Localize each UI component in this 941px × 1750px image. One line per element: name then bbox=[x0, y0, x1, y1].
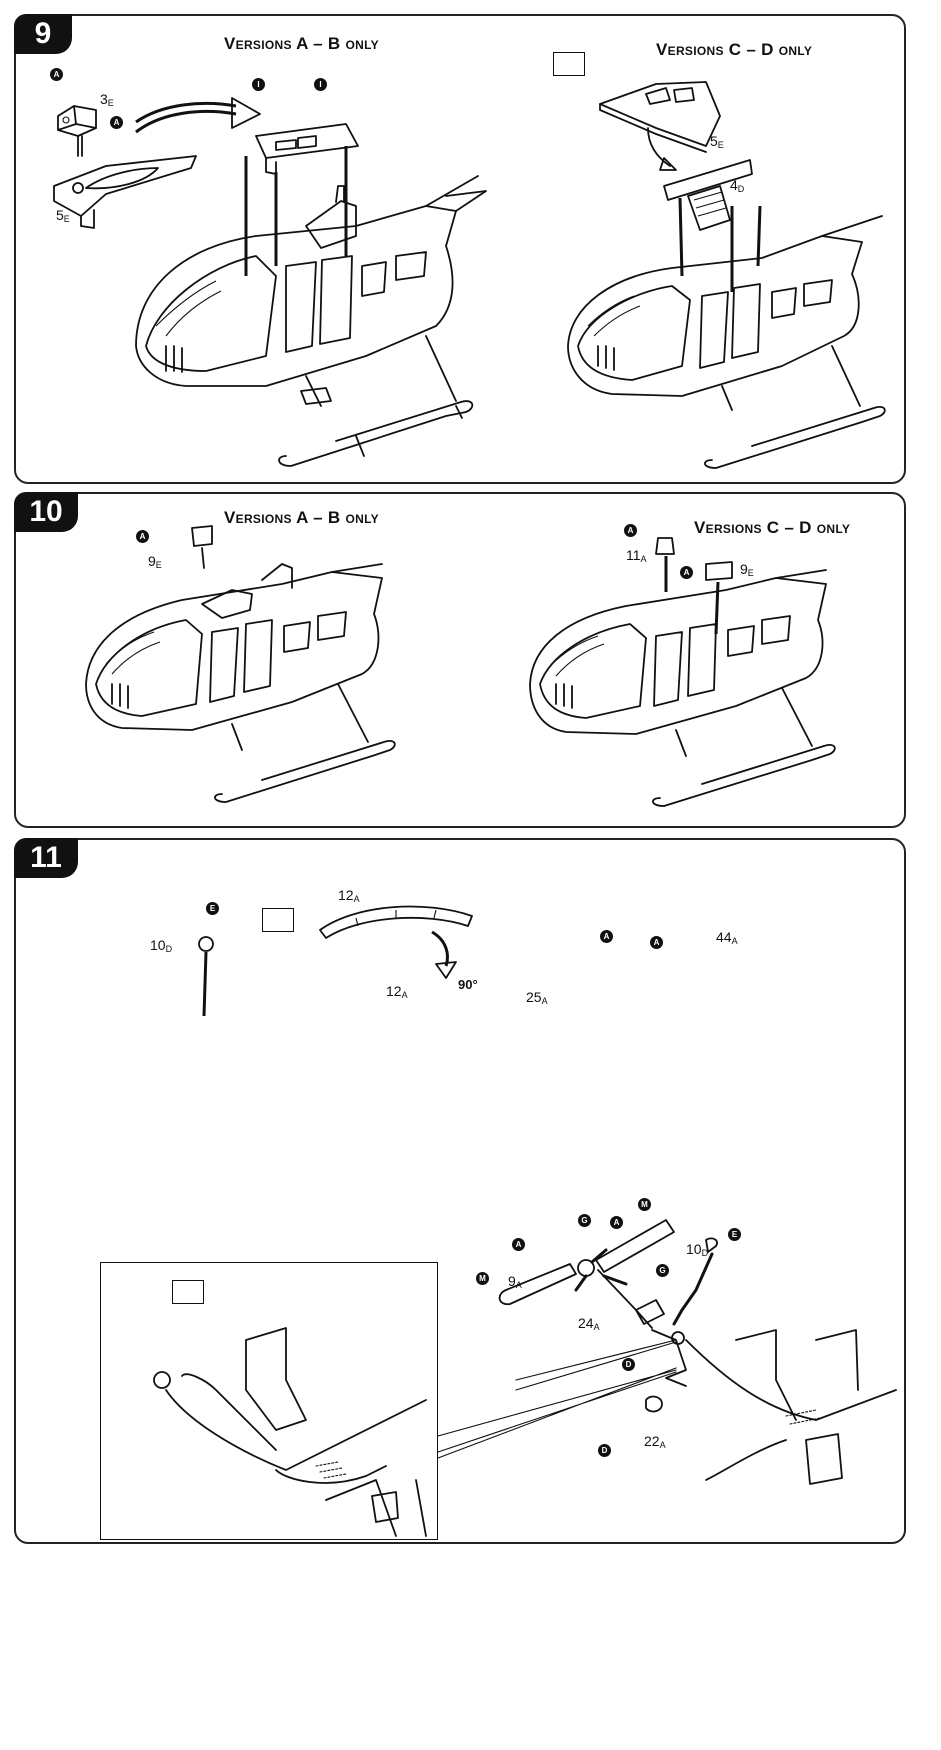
helicopter-cd-drawing bbox=[529, 537, 836, 807]
helicopter-fuselage-drawing bbox=[198, 936, 214, 1017]
curved-arrow bbox=[647, 127, 677, 171]
glue-marker-a: A bbox=[610, 1216, 623, 1229]
helicopter-ab-drawing bbox=[135, 123, 487, 467]
glue-marker-g: G bbox=[578, 1214, 591, 1227]
inset-tail-drawing bbox=[153, 1327, 427, 1537]
step-number: 10 bbox=[14, 492, 78, 532]
part-11a-label: 11A bbox=[626, 547, 647, 564]
glue-marker-m: M bbox=[476, 1272, 489, 1285]
versions-cd-title: VERSIONS C – D ONLY bbox=[656, 40, 813, 59]
versions-cd-title: VERSIONS C – D ONLY bbox=[694, 518, 851, 537]
glue-marker-d: D bbox=[622, 1358, 635, 1371]
part-10d-label: 10D bbox=[150, 937, 173, 954]
decal-icon bbox=[262, 908, 294, 932]
glue-marker-g: G bbox=[656, 1264, 669, 1277]
part-5e-label: 5E bbox=[56, 207, 70, 224]
glue-marker-d: D bbox=[598, 1444, 611, 1457]
part-5e-label: 5E bbox=[710, 133, 724, 150]
step-number: 11 bbox=[14, 838, 78, 878]
part-22a-label: 22A bbox=[644, 1433, 666, 1450]
glue-marker-e: E bbox=[206, 902, 219, 915]
helicopter-cd-drawing bbox=[567, 197, 886, 469]
versions-ab-title: VERSIONS A – B ONLY bbox=[224, 508, 379, 527]
glue-marker-a: A bbox=[50, 68, 63, 81]
inset-leader-lines bbox=[437, 1367, 677, 1459]
glue-marker-a: A bbox=[512, 1238, 525, 1251]
decal-icon bbox=[172, 1280, 204, 1304]
decal-icon bbox=[553, 52, 585, 76]
part-4d-label: 4D bbox=[730, 177, 745, 194]
part-10d-label: 10D bbox=[686, 1241, 709, 1258]
helicopter-ab-drawing bbox=[85, 525, 396, 803]
glue-marker-i: I bbox=[314, 78, 327, 91]
tail-rotor-assembly-drawing bbox=[498, 1219, 897, 1485]
part-3e-label: 3E bbox=[100, 91, 114, 108]
part-12a-drawing bbox=[319, 905, 473, 939]
glue-marker-a: A bbox=[624, 524, 637, 537]
glue-marker-a: A bbox=[680, 566, 693, 579]
part-4d-drawing bbox=[663, 159, 753, 231]
glue-marker-m: M bbox=[638, 1198, 651, 1211]
versions-ab-title: VERSIONS A – B ONLY bbox=[224, 34, 379, 53]
step-number: 9 bbox=[14, 14, 72, 54]
step-11-panel: 11 12A 12A 90° E 10D A 25A A 44A bbox=[14, 838, 906, 1544]
detail-leader-lines bbox=[436, 1660, 676, 1750]
angle-90-label: 90° bbox=[458, 977, 478, 992]
curved-arrow bbox=[431, 930, 457, 979]
glue-marker-a: A bbox=[600, 930, 613, 943]
glue-marker-a: A bbox=[136, 530, 149, 543]
step-9-panel: 9 VERSIONS A – B ONLY VERSIONS C – D ONL… bbox=[14, 14, 906, 484]
part-12a-label: 12A bbox=[386, 983, 408, 1000]
part-12a-label: 12A bbox=[338, 887, 360, 904]
glue-marker-a: A bbox=[650, 936, 663, 949]
glue-marker-i: I bbox=[252, 78, 265, 91]
part-9e-label: 9E bbox=[148, 553, 162, 570]
step-10-panel: 10 VERSIONS A – B ONLY VERSIONS C – D ON… bbox=[14, 492, 906, 828]
part-44a-label: 44A bbox=[716, 929, 738, 946]
part-24a-label: 24A bbox=[578, 1315, 600, 1332]
part-25a-label: 25A bbox=[526, 989, 548, 1006]
part-5e-drawing bbox=[599, 81, 721, 153]
direction-arrow bbox=[135, 97, 261, 134]
glue-marker-e: E bbox=[728, 1228, 741, 1241]
part-9e-label: 9E bbox=[740, 561, 754, 578]
part-3e-drawing bbox=[53, 105, 197, 229]
glue-marker-a: A bbox=[110, 116, 123, 129]
